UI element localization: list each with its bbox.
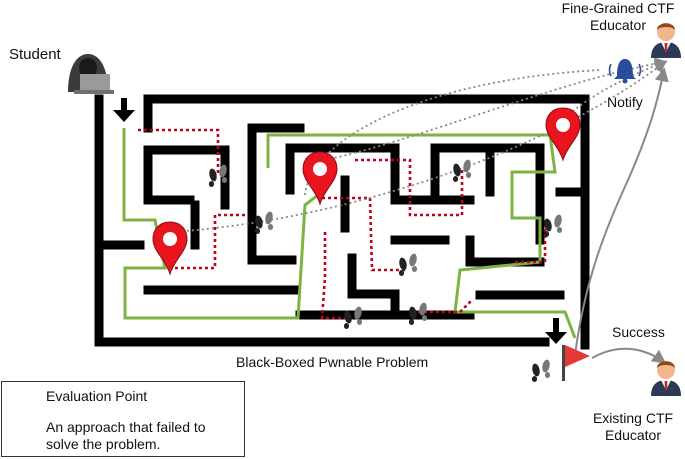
arrow-down-icon [113,98,135,122]
footprints-icon [543,213,563,237]
legend: Evaluation Point An approach that failed… [1,381,245,457]
hacker-icon [68,54,114,94]
notify-links [171,57,668,233]
fine-grained-educator-line2: Educator [589,17,647,33]
existing-educator-line2: Educator [604,427,662,443]
existing-educator-line1: Existing CTF [592,410,674,426]
success-label: Success [612,324,665,340]
legend-failed-approach: An approach that failed to solve the pro… [46,419,206,452]
educator-icon [651,361,681,396]
problem-label: Black-Boxed Pwnable Problem [236,354,429,370]
legend-evaluation-point: Evaluation Point [46,388,148,404]
map-pin-icon [152,221,188,275]
notify-label: Notify [607,94,643,110]
footprints-icon [254,210,274,234]
footprints-icon [531,358,551,382]
bell-icon [608,59,642,84]
failed-paths [138,128,547,320]
arrow-down-icon [545,318,567,344]
success-path [122,128,577,339]
fine-grained-educator-line1: Fine-Grained CTF [561,0,675,16]
map-pin-icon [302,151,338,205]
footprints-icon [398,252,418,276]
existing-educator-label: Existing CTF Educator [585,410,681,444]
student-label: Student [9,46,61,63]
fine-grained-educator-label: Fine-Grained CTF Educator [552,0,684,34]
report-line [574,67,669,356]
flag-icon [562,345,590,381]
success-line [591,347,667,364]
